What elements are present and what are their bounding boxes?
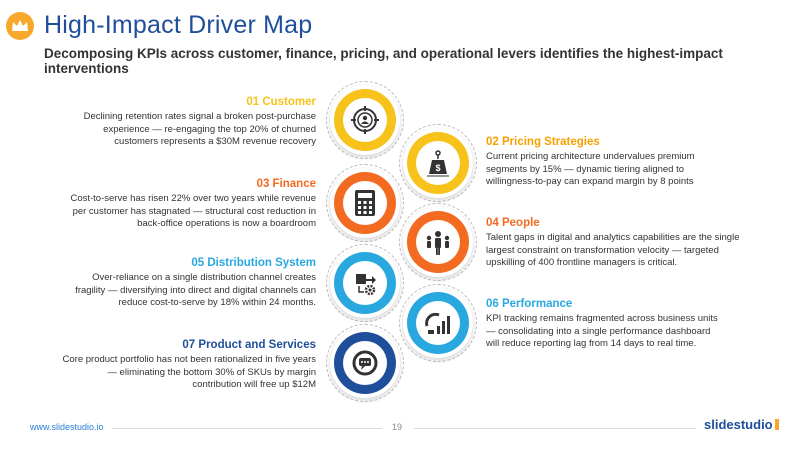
people-icon bbox=[426, 231, 450, 255]
driver-description: Declining retention rates signal a broke… bbox=[83, 111, 316, 147]
driver-performance: 06 Performance KPI tracking remains frag… bbox=[486, 297, 726, 351]
driver-title: 03 Finance bbox=[256, 178, 316, 190]
target-person-icon bbox=[351, 106, 379, 134]
brand-name: slidestudio bbox=[704, 417, 773, 432]
crown-logo-icon bbox=[6, 12, 34, 40]
distribution-circle bbox=[326, 244, 404, 322]
driver-pricing: 02 Pricing Strategies Current pricing ar… bbox=[486, 135, 718, 189]
performance-chart-icon bbox=[425, 312, 450, 334]
driver-finance: 03 Finance Cost-to-serve has risen 22% o… bbox=[60, 177, 316, 231]
support-chat-icon bbox=[352, 350, 378, 376]
page-title: High-Impact Driver Map bbox=[44, 11, 313, 39]
driver-description: Talent gaps in digital and analytics cap… bbox=[486, 232, 740, 268]
footer-divider-left bbox=[112, 428, 382, 429]
driver-description: Over-reliance on a single distribution c… bbox=[75, 272, 316, 308]
footer-brand-logo: slidestudio bbox=[704, 417, 779, 432]
performance-circle bbox=[399, 284, 477, 362]
driver-description: KPI tracking remains fragmented across b… bbox=[486, 313, 718, 349]
customer-circle bbox=[326, 81, 404, 159]
driver-customer: 01 Customer Declining retention rates si… bbox=[60, 95, 316, 149]
driver-title: 04 People bbox=[486, 217, 540, 229]
footer-url-link[interactable]: www.slidestudio.io bbox=[30, 422, 104, 432]
driver-description: Core product portfolio has not been rati… bbox=[62, 354, 316, 390]
svg-text:$: $ bbox=[435, 163, 440, 173]
page-number: 19 bbox=[392, 422, 403, 432]
driver-description: Current pricing architecture undervalues… bbox=[486, 151, 695, 187]
pricing-circle: $ bbox=[399, 124, 477, 202]
distribution-gear-icon bbox=[356, 274, 376, 296]
people-circle bbox=[399, 203, 477, 281]
driver-title: 06 Performance bbox=[486, 298, 573, 310]
calculator-icon bbox=[355, 190, 375, 216]
driver-title: 02 Pricing Strategies bbox=[486, 136, 600, 148]
page-subtitle: Decomposing KPIs across customer, financ… bbox=[44, 46, 723, 76]
driver-title: 05 Distribution System bbox=[191, 257, 316, 269]
driver-people: 04 People Talent gaps in digital and ana… bbox=[486, 216, 740, 270]
finance-circle bbox=[326, 164, 404, 242]
price-tag-icon: $ bbox=[427, 150, 449, 177]
driver-description: Cost-to-serve has risen 22% over two yea… bbox=[70, 193, 316, 229]
driver-distribution: 05 Distribution System Over-reliance on … bbox=[60, 256, 316, 310]
driver-product: 07 Product and Services Core product por… bbox=[60, 338, 316, 392]
footer-divider-right bbox=[414, 428, 696, 429]
driver-title: 01 Customer bbox=[246, 96, 316, 108]
product-circle bbox=[326, 324, 404, 402]
driver-title: 07 Product and Services bbox=[182, 339, 316, 351]
